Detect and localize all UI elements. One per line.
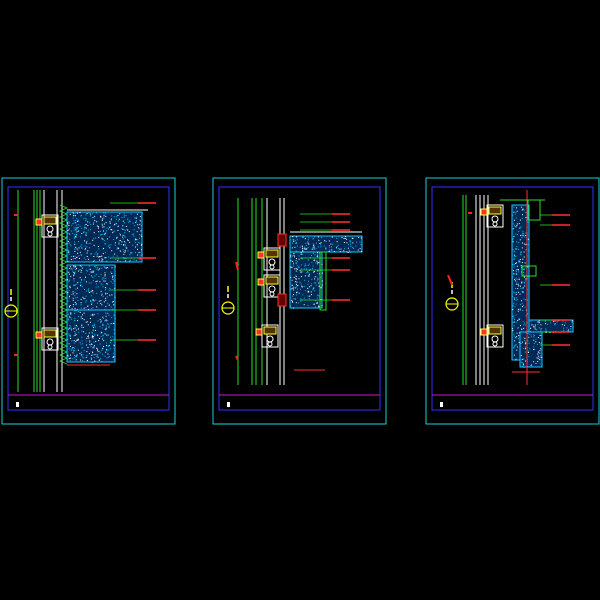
bracket-middle bbox=[257, 274, 281, 298]
floor-slab bbox=[289, 235, 363, 253]
anchor-block bbox=[480, 328, 488, 336]
bolt-icon bbox=[492, 221, 498, 227]
bracket-lower bbox=[480, 324, 504, 348]
edge-trim bbox=[521, 265, 537, 277]
sheet-outer-frame bbox=[1, 177, 176, 425]
bolt-icon bbox=[47, 231, 53, 237]
dimension-tick bbox=[235, 355, 239, 361]
bracket-upper bbox=[480, 204, 504, 228]
anchor-block bbox=[257, 251, 265, 259]
anchor-lower bbox=[277, 293, 287, 307]
bracket-plate bbox=[263, 274, 281, 298]
beam-section bbox=[289, 251, 323, 309]
bracket-plate bbox=[486, 324, 504, 348]
bracket-clip bbox=[263, 326, 277, 335]
anchor-upper bbox=[277, 233, 287, 247]
bracket-clip bbox=[488, 326, 502, 335]
sheet-inner-frame bbox=[218, 186, 381, 411]
top-cap bbox=[527, 199, 541, 221]
sheet-inner-frame bbox=[7, 186, 170, 411]
sheet-outer-frame bbox=[425, 177, 600, 425]
bolt-icon bbox=[491, 335, 499, 343]
dimension-tick bbox=[235, 261, 239, 271]
section-marker bbox=[4, 289, 18, 318]
insulation-zigzag bbox=[58, 204, 69, 365]
anchor-block bbox=[35, 218, 43, 226]
slab-lower bbox=[519, 331, 543, 368]
wall-column bbox=[511, 204, 530, 361]
bolt-icon bbox=[269, 291, 275, 297]
sheet-number-mark bbox=[16, 402, 19, 407]
dimension-tick bbox=[447, 274, 453, 286]
bracket-upper bbox=[35, 214, 59, 238]
bolt-icon bbox=[269, 264, 275, 270]
bracket-plate bbox=[486, 204, 504, 228]
concrete-block bbox=[519, 331, 543, 368]
sheet-3 bbox=[425, 177, 600, 425]
bracket-plate bbox=[41, 327, 59, 351]
sheet-number-mark bbox=[440, 402, 443, 407]
bolt-icon bbox=[491, 215, 499, 223]
anchor-block bbox=[480, 208, 488, 216]
stone-panel-middle bbox=[66, 264, 116, 311]
sheet-outer-frame bbox=[212, 177, 387, 425]
slab-projection bbox=[528, 319, 574, 333]
stone-panel-upper bbox=[66, 211, 143, 263]
section-marker bbox=[221, 286, 235, 315]
sheet-number-mark bbox=[227, 402, 230, 407]
bolt-icon bbox=[268, 285, 276, 293]
bracket-clip bbox=[488, 206, 502, 215]
bolt-icon bbox=[266, 335, 274, 343]
bolt-icon bbox=[268, 258, 276, 266]
anchor-block bbox=[257, 278, 265, 286]
bracket-plate bbox=[263, 247, 281, 271]
bolt-icon bbox=[267, 341, 273, 347]
section-marker bbox=[445, 282, 459, 311]
bracket-lower bbox=[35, 327, 59, 351]
bracket-clip bbox=[43, 329, 57, 338]
bolt-icon bbox=[46, 225, 54, 233]
bracket-upper bbox=[257, 247, 281, 271]
concrete-block bbox=[528, 319, 574, 333]
bolt-icon bbox=[47, 344, 53, 350]
bolt-icon bbox=[492, 341, 498, 347]
anchor-block bbox=[35, 331, 43, 339]
bolt-icon bbox=[46, 338, 54, 346]
stone-panel-lower bbox=[66, 309, 116, 363]
sheet-2 bbox=[212, 177, 387, 425]
bracket-plate bbox=[41, 214, 59, 238]
anchor-block bbox=[255, 328, 263, 336]
bracket-clip bbox=[265, 276, 279, 285]
bracket-clip bbox=[43, 216, 57, 225]
bracket-clip bbox=[265, 249, 279, 258]
sheet-inner-frame bbox=[431, 186, 594, 411]
sheet-1 bbox=[1, 177, 176, 425]
beam-side bbox=[319, 251, 327, 311]
bracket-lower bbox=[255, 324, 279, 348]
bracket-plate bbox=[261, 324, 279, 348]
